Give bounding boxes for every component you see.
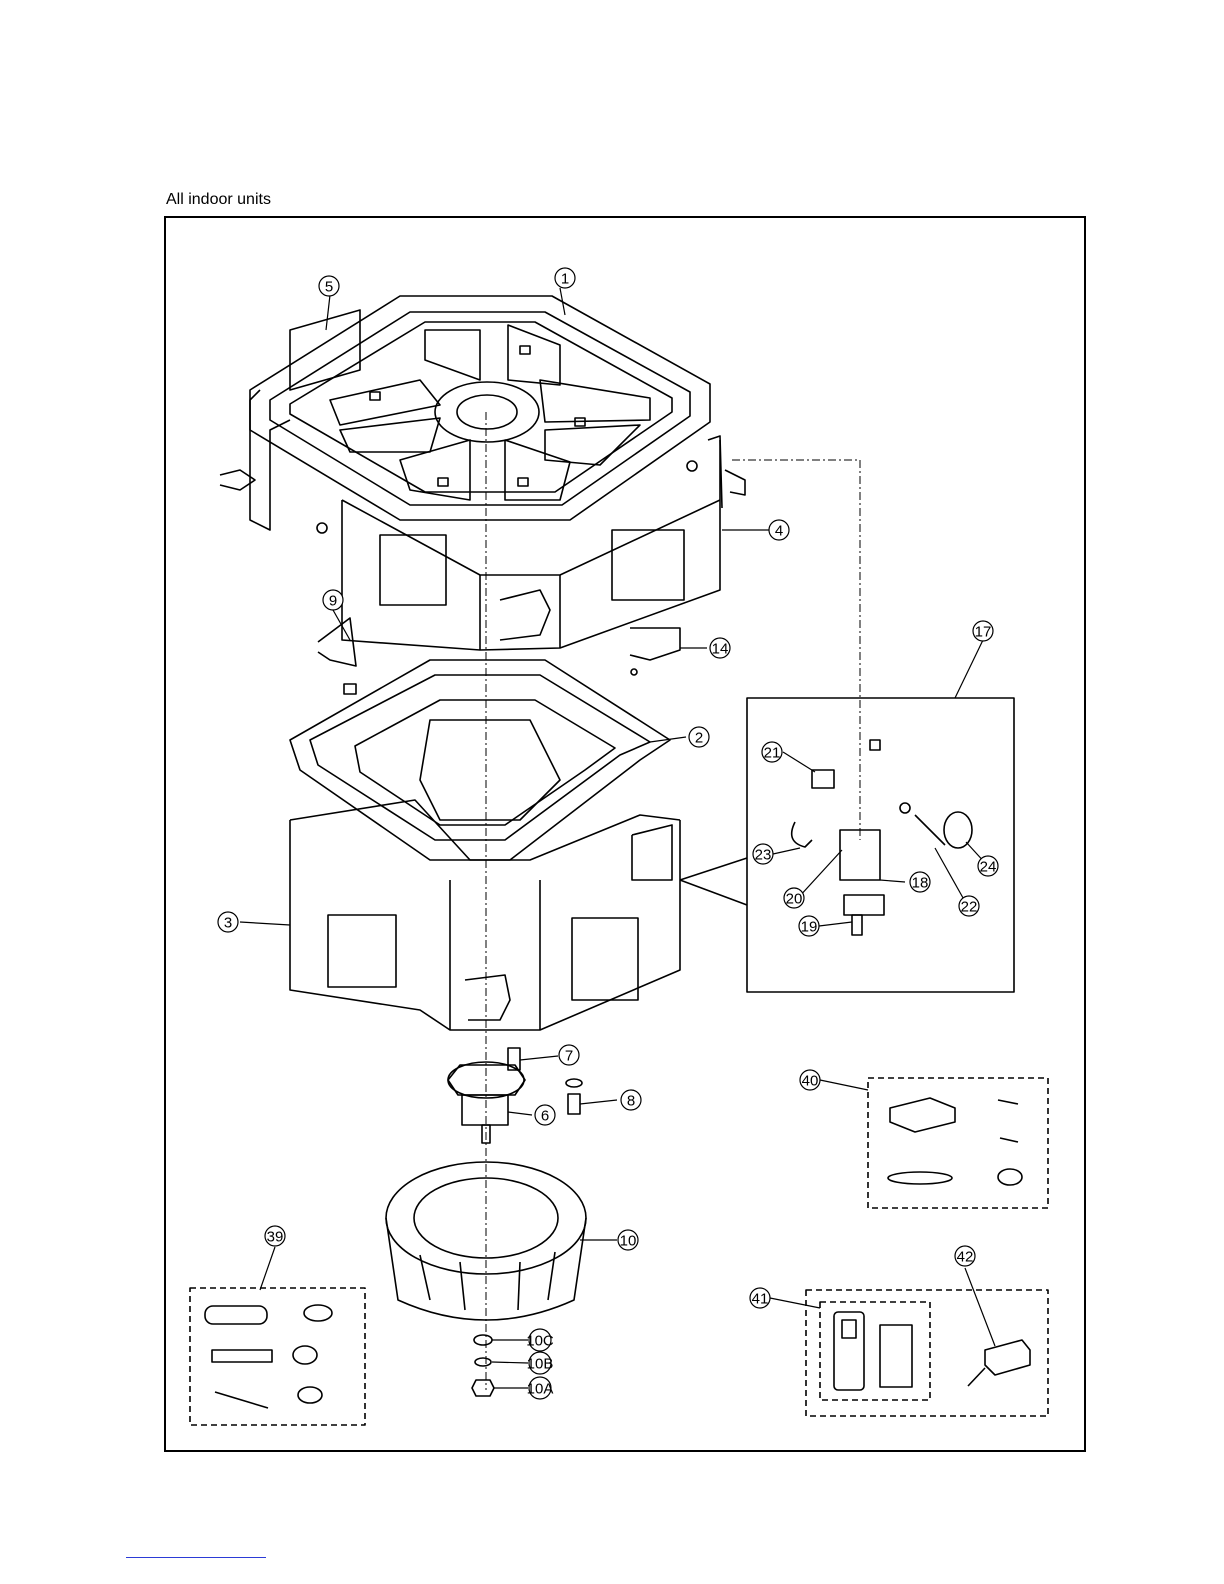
callout-text: 24 — [980, 859, 997, 876]
accessory-box-40 — [868, 1078, 1048, 1208]
callout-text: 4 — [775, 523, 783, 540]
callout-text: 19 — [801, 919, 818, 936]
callout-text: 9 — [329, 593, 337, 610]
callout-17: 17 — [973, 621, 993, 641]
callout-9: 9 — [323, 590, 343, 610]
callout-10C: 10C — [526, 1329, 554, 1351]
callout-5: 5 — [319, 276, 339, 296]
callout-text: 2 — [695, 730, 703, 747]
callout-8: 8 — [621, 1090, 641, 1110]
callout-6: 6 — [535, 1105, 555, 1125]
callout-4: 4 — [769, 520, 789, 540]
callout-text: 10B — [527, 1356, 554, 1373]
callout-labels: 1234567891010A10B10C14171819202122232439… — [218, 268, 998, 1399]
drain-pan — [290, 660, 670, 860]
callout-23: 23 — [753, 844, 773, 864]
callout-21: 21 — [762, 742, 782, 762]
callout-text: 39 — [267, 1229, 284, 1246]
callout-20: 20 — [784, 888, 804, 908]
callout-text: 41 — [752, 1291, 769, 1308]
callout-text: 14 — [712, 641, 729, 658]
callout-text: 8 — [627, 1093, 635, 1110]
detail-box-17 — [680, 698, 1014, 992]
callout-42: 42 — [955, 1246, 975, 1266]
accessory-box-41-42 — [806, 1290, 1048, 1416]
callout-10A: 10A — [527, 1377, 554, 1399]
leader-lines — [240, 288, 995, 1388]
callout-text: 23 — [755, 847, 772, 864]
top-cover-plate — [250, 296, 710, 520]
callout-text: 40 — [802, 1073, 819, 1090]
callout-41: 41 — [750, 1288, 770, 1308]
callout-text: 42 — [957, 1249, 974, 1266]
callout-text: 1 — [561, 271, 569, 288]
callout-text: 10 — [620, 1233, 637, 1250]
callout-22: 22 — [959, 896, 979, 916]
callout-3: 3 — [218, 912, 238, 932]
bracket-9 — [318, 618, 356, 694]
callout-text: 6 — [541, 1108, 549, 1125]
callout-text: 10C — [526, 1333, 554, 1350]
footer-rule — [126, 1557, 266, 1558]
callout-text: 3 — [224, 915, 232, 932]
callout-text: 18 — [912, 875, 929, 892]
callout-text: 22 — [961, 899, 978, 916]
callout-text: 20 — [786, 891, 803, 908]
callout-39: 39 — [265, 1226, 285, 1246]
callout-10B: 10B — [527, 1352, 554, 1374]
callout-40: 40 — [800, 1070, 820, 1090]
callout-text: 21 — [764, 745, 781, 762]
callout-text: 10A — [527, 1381, 554, 1398]
callout-text: 7 — [565, 1048, 573, 1065]
callout-1: 1 — [555, 268, 575, 288]
callout-7: 7 — [559, 1045, 579, 1065]
callout-24: 24 — [978, 856, 998, 876]
callout-text: 17 — [975, 624, 992, 641]
side-flap — [220, 310, 360, 530]
callout-19: 19 — [799, 916, 819, 936]
callout-10: 10 — [618, 1230, 638, 1250]
callout-2: 2 — [689, 727, 709, 747]
lower-casing — [290, 800, 680, 1030]
callout-18: 18 — [910, 872, 930, 892]
callout-text: 5 — [325, 279, 333, 296]
callout-14: 14 — [710, 638, 730, 658]
upper-casing — [317, 436, 745, 675]
accessory-box-39 — [190, 1288, 365, 1425]
